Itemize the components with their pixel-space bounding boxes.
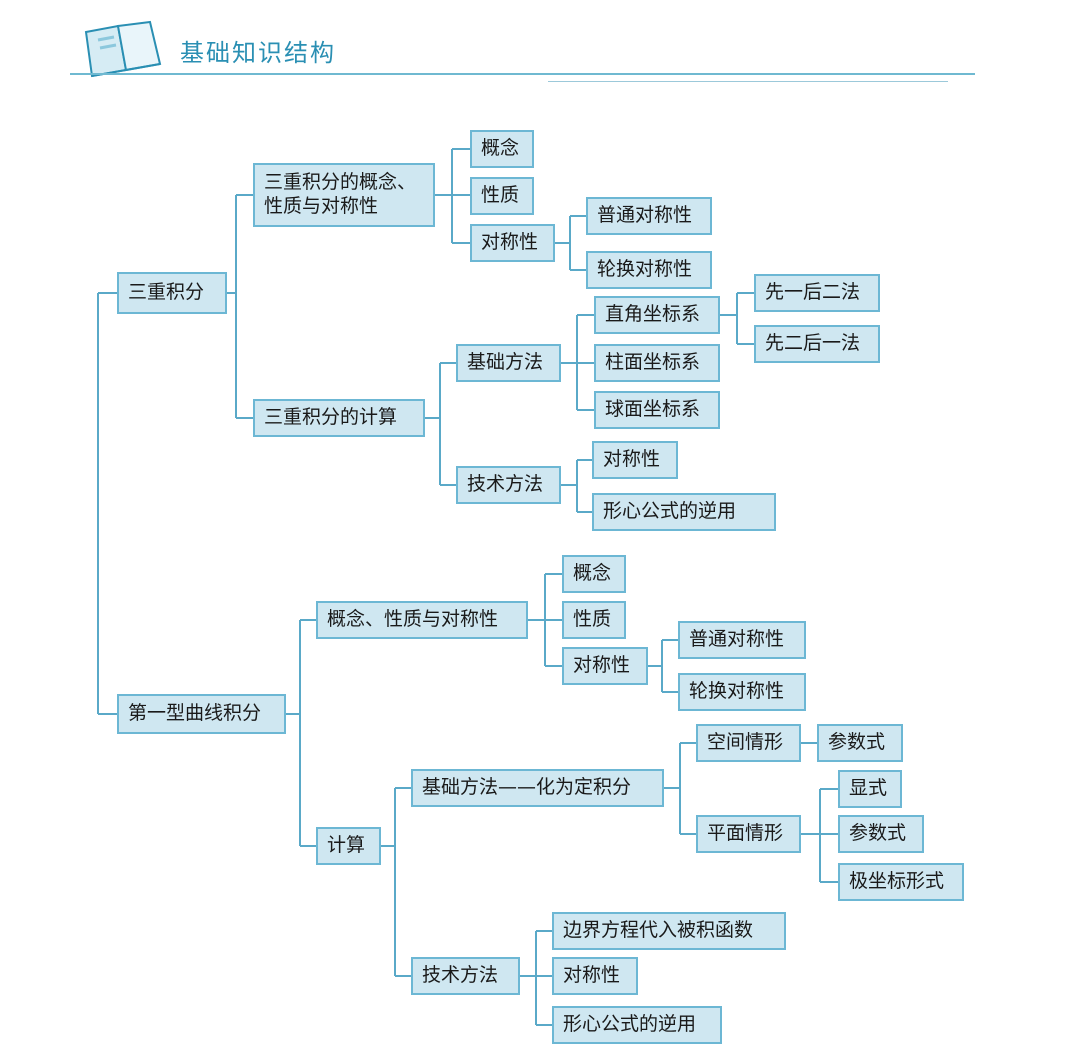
node-symmetry-1: 对称性 [470, 224, 555, 262]
node-symmetry-2: 对称性 [562, 647, 648, 685]
node-technical-symmetry-1: 对称性 [592, 441, 678, 479]
node-triple-integral: 三重积分 [117, 272, 227, 314]
node-technical-symmetry-2: 对称性 [552, 957, 638, 995]
node-curve-concept-group: 概念、性质与对称性 [316, 601, 528, 639]
node-basic-method-2: 基础方法——化为定积分 [411, 769, 664, 807]
node-triple-concept-group: 三重积分的概念、 性质与对称性 [253, 163, 435, 227]
node-centroid-formula-2: 形心公式的逆用 [552, 1006, 722, 1044]
node-curve-calculation: 计算 [316, 827, 381, 865]
header-subdivider [548, 81, 948, 82]
section-title: 基础知识结构 [180, 39, 336, 67]
node-property-2: 性质 [562, 601, 626, 639]
node-symmetry-1-rotation: 轮换对称性 [586, 251, 712, 289]
node-technical-method-1: 技术方法 [456, 466, 561, 504]
node-concept-2: 概念 [562, 555, 626, 593]
node-technical-method-2: 技术方法 [411, 957, 520, 995]
node-one-then-two: 先一后二法 [754, 274, 880, 312]
node-spherical-coords: 球面坐标系 [594, 391, 720, 429]
node-cylindrical-coords: 柱面坐标系 [594, 344, 720, 382]
node-property-1: 性质 [470, 177, 534, 215]
node-space-case: 空间情形 [696, 724, 801, 762]
node-triple-calculation: 三重积分的计算 [253, 399, 425, 437]
node-plane-case: 平面情形 [696, 815, 801, 853]
node-space-parametric: 参数式 [817, 724, 903, 762]
node-line-integral-first-kind: 第一型曲线积分 [117, 694, 286, 734]
node-two-then-one: 先二后一法 [754, 325, 880, 363]
header-divider [70, 73, 975, 75]
node-centroid-formula-1: 形心公式的逆用 [592, 493, 776, 531]
node-boundary-substitution: 边界方程代入被积函数 [552, 912, 786, 950]
node-symmetry-2-rotation: 轮换对称性 [678, 673, 806, 711]
node-explicit-form: 显式 [838, 770, 902, 808]
node-plane-parametric: 参数式 [838, 815, 924, 853]
node-concept-1: 概念 [470, 130, 534, 168]
node-symmetry-1-normal: 普通对称性 [586, 197, 712, 235]
node-polar-form: 极坐标形式 [838, 863, 964, 901]
node-basic-method-1: 基础方法 [456, 344, 561, 382]
node-symmetry-2-normal: 普通对称性 [678, 621, 806, 659]
node-rectangular-coords: 直角坐标系 [594, 296, 720, 334]
